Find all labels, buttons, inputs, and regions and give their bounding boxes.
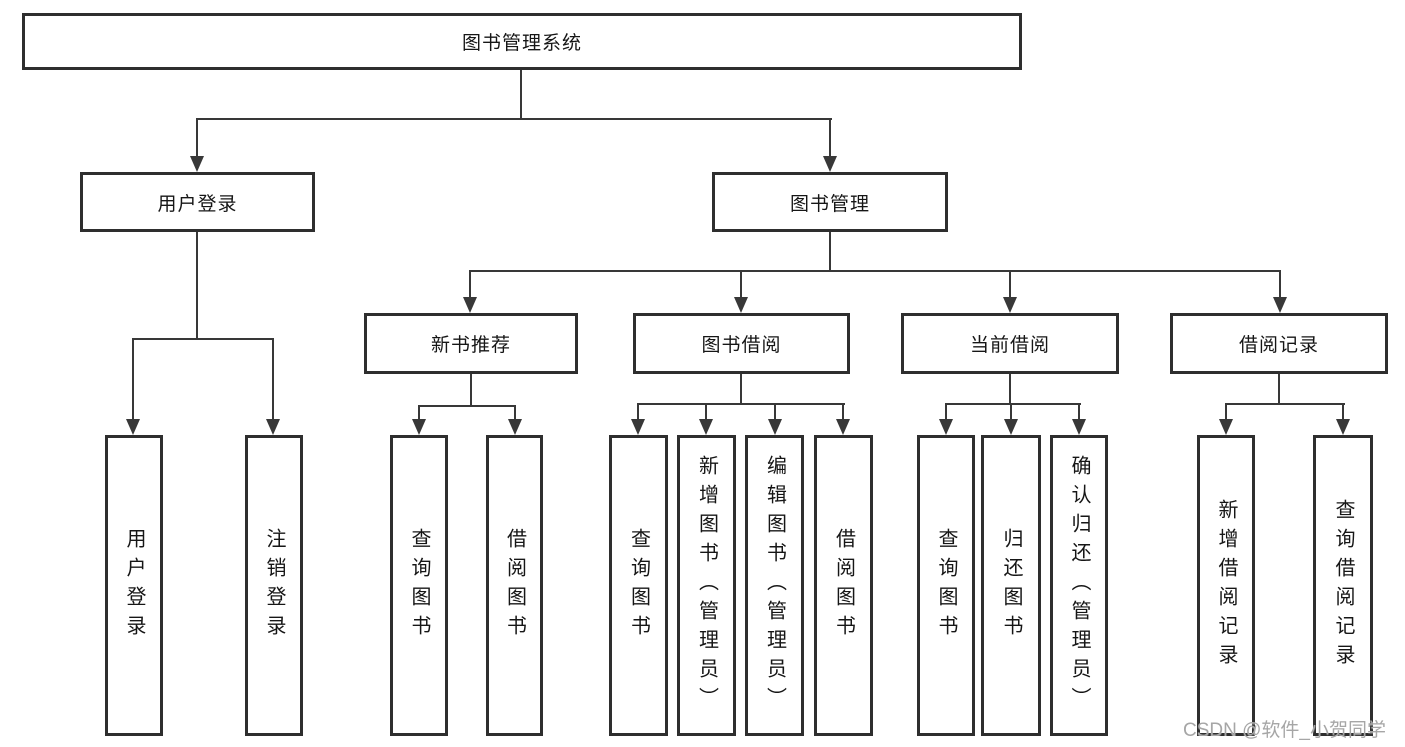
connector-line bbox=[705, 404, 707, 421]
node-book-management: 图书管理 bbox=[712, 172, 948, 232]
leaf-return-book: 归还图书 bbox=[981, 435, 1041, 736]
leaf-query-book-3-label: 查询图书 bbox=[935, 527, 957, 644]
arrow-down-icon bbox=[1219, 419, 1233, 435]
connector-line bbox=[774, 404, 776, 421]
leaf-add-book-admin: 新增图书（管理员） bbox=[677, 435, 736, 736]
arrow-down-icon bbox=[1072, 419, 1086, 435]
arrow-down-icon bbox=[266, 419, 280, 435]
connector-line bbox=[196, 119, 198, 158]
arrow-down-icon bbox=[836, 419, 850, 435]
connector-line bbox=[514, 406, 516, 421]
node-user-login-label: 用户登录 bbox=[157, 193, 238, 215]
node-borrow-records-label: 借阅记录 bbox=[1238, 335, 1319, 356]
connector-line bbox=[945, 404, 947, 421]
connector-line bbox=[418, 405, 516, 407]
arrow-down-icon bbox=[631, 419, 645, 435]
node-new-book-recommend: 新书推荐 bbox=[364, 313, 578, 374]
leaf-borrow-book-2-label: 借阅图书 bbox=[832, 527, 855, 644]
arrow-down-icon bbox=[1336, 419, 1350, 435]
arrow-down-icon bbox=[1003, 297, 1017, 313]
leaf-confirm-return-admin-label: 确认归还（管理员） bbox=[1068, 455, 1090, 716]
leaf-edit-book-admin-label: 编辑图书（管理员） bbox=[763, 455, 786, 716]
connector-line bbox=[196, 232, 198, 339]
leaf-query-book-2-label: 查询图书 bbox=[627, 527, 650, 644]
node-root-label: 图书管理系统 bbox=[461, 33, 582, 54]
connector-line bbox=[1225, 404, 1227, 421]
arrow-down-icon bbox=[1004, 419, 1018, 435]
connector-line bbox=[1342, 404, 1344, 421]
connector-line bbox=[740, 271, 742, 299]
leaf-query-book-2: 查询图书 bbox=[609, 435, 668, 736]
connector-line bbox=[829, 232, 831, 271]
leaf-user-login: 用户登录 bbox=[105, 435, 163, 736]
arrow-down-icon bbox=[1273, 297, 1287, 313]
node-current-borrow: 当前借阅 bbox=[901, 313, 1119, 374]
leaf-query-borrow-record: 查询借阅记录 bbox=[1313, 435, 1373, 736]
arrow-down-icon bbox=[126, 419, 140, 435]
connector-line bbox=[945, 403, 1081, 405]
node-root: 图书管理系统 bbox=[22, 13, 1022, 70]
connector-line bbox=[637, 404, 639, 421]
connector-line bbox=[637, 403, 845, 405]
connector-line bbox=[740, 374, 742, 405]
node-book-management-label: 图书管理 bbox=[789, 193, 870, 215]
arrow-down-icon bbox=[734, 297, 748, 313]
leaf-add-borrow-record-label: 新增借阅记录 bbox=[1215, 498, 1237, 673]
leaf-borrow-book-2: 借阅图书 bbox=[814, 435, 873, 736]
connector-line bbox=[470, 374, 472, 406]
arrow-down-icon bbox=[190, 156, 204, 172]
arrow-down-icon bbox=[699, 419, 713, 435]
csdn-watermark: CSDN @软件_小贺同学 bbox=[1183, 720, 1386, 741]
connector-line bbox=[196, 118, 832, 120]
connector-line bbox=[1279, 271, 1281, 299]
node-book-borrow: 图书借阅 bbox=[633, 313, 850, 374]
node-new-book-recommend-label: 新书推荐 bbox=[430, 335, 511, 356]
connector-line bbox=[469, 270, 1281, 272]
connector-line bbox=[1009, 374, 1011, 405]
connector-line bbox=[1278, 374, 1280, 405]
node-borrow-records: 借阅记录 bbox=[1170, 313, 1388, 374]
arrow-down-icon bbox=[939, 419, 953, 435]
connector-line bbox=[272, 339, 274, 420]
connector-line bbox=[1009, 271, 1011, 299]
connector-line bbox=[829, 119, 831, 158]
leaf-add-borrow-record: 新增借阅记录 bbox=[1197, 435, 1255, 736]
node-current-borrow-label: 当前借阅 bbox=[969, 335, 1050, 356]
leaf-query-book-1-label: 查询图书 bbox=[408, 527, 430, 644]
connector-line bbox=[418, 406, 420, 421]
connector-line bbox=[1078, 404, 1080, 421]
arrow-down-icon bbox=[823, 156, 837, 172]
leaf-borrow-book-1: 借阅图书 bbox=[486, 435, 543, 736]
connector-line bbox=[132, 339, 134, 420]
connector-line bbox=[842, 404, 844, 421]
arrow-down-icon bbox=[508, 419, 522, 435]
arrow-down-icon bbox=[768, 419, 782, 435]
connector-line bbox=[1225, 403, 1345, 405]
leaf-edit-book-admin: 编辑图书（管理员） bbox=[745, 435, 804, 736]
connector-line bbox=[469, 271, 471, 299]
node-book-borrow-label: 图书借阅 bbox=[701, 335, 782, 356]
leaf-return-book-label: 归还图书 bbox=[1000, 527, 1022, 644]
leaf-confirm-return-admin: 确认归还（管理员） bbox=[1050, 435, 1108, 736]
leaf-query-borrow-record-label: 查询借阅记录 bbox=[1332, 498, 1354, 673]
connector-line bbox=[132, 338, 274, 340]
leaf-query-book-1: 查询图书 bbox=[390, 435, 448, 736]
leaf-logout-label: 注销登录 bbox=[263, 527, 285, 644]
arrow-down-icon bbox=[463, 297, 477, 313]
leaf-user-login-label: 用户登录 bbox=[123, 527, 145, 644]
connector-line bbox=[520, 70, 522, 119]
node-user-login: 用户登录 bbox=[80, 172, 315, 232]
leaf-query-book-3: 查询图书 bbox=[917, 435, 975, 736]
connector-line bbox=[1010, 404, 1012, 421]
leaf-borrow-book-1-label: 借阅图书 bbox=[503, 527, 526, 644]
arrow-down-icon bbox=[412, 419, 426, 435]
leaf-add-book-admin-label: 新增图书（管理员） bbox=[695, 455, 718, 716]
leaf-logout: 注销登录 bbox=[245, 435, 303, 736]
